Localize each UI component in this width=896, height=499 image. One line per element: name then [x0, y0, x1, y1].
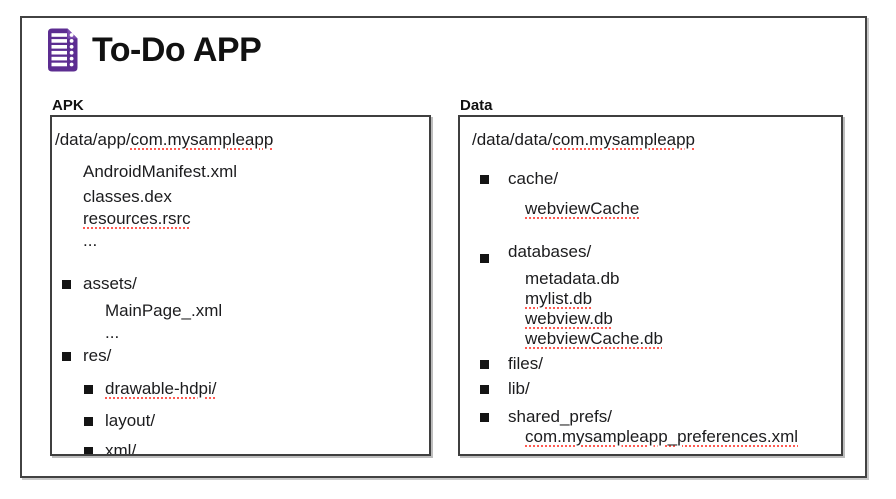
path-text: cache/	[508, 169, 559, 188]
path-text: AndroidManifest.xml	[83, 162, 238, 181]
tree-file-row: MainPage_.xml	[52, 302, 423, 320]
tree-dir-row: res/	[52, 347, 423, 365]
todo-list-document-icon	[48, 28, 78, 72]
title-row: To-Do APP	[46, 27, 262, 73]
path-text: shared_prefs/	[508, 407, 612, 426]
square-bullet-icon	[62, 279, 71, 289]
square-bullet-icon	[480, 384, 489, 394]
tree-dir-row: layout/	[52, 412, 423, 430]
tree-file-row: metadata.db	[460, 270, 835, 288]
path-text: files/	[508, 354, 543, 373]
tree-file-row: /data/app/com.mysampleapp	[52, 131, 423, 149]
tree-file-row: webview.db	[460, 310, 835, 328]
tree-dir-row: files/	[460, 355, 835, 373]
panel-label-apk: APK	[52, 97, 84, 114]
path-text: res/	[83, 346, 112, 365]
path-text: assets/	[83, 274, 137, 293]
path-text-misspelled: com.mysampleapp_preferences.xml	[525, 427, 799, 446]
path-text: ...	[83, 231, 98, 250]
tree-dir-row: cache/	[460, 170, 835, 188]
path-text-misspelled: resources.rsrc	[83, 209, 191, 228]
tree-dir-row: xml/	[52, 441, 423, 456]
square-bullet-icon	[480, 174, 489, 184]
tree-dir-row: databases/	[460, 242, 835, 263]
path-text: MainPage_.xml	[105, 301, 223, 320]
tree-dir-row: drawable-hdpi/	[52, 380, 423, 398]
page-title: To-Do APP	[92, 31, 262, 69]
path-text: layout/	[105, 411, 156, 430]
panel-label-data: Data	[460, 97, 493, 114]
path-text: lib/	[508, 379, 530, 398]
path-text: /data/data/	[472, 130, 553, 149]
path-text: classes.dex	[83, 187, 172, 206]
tree-file-row: resources.rsrc	[52, 210, 423, 228]
square-bullet-icon	[62, 351, 71, 361]
tree-file-row: /data/data/com.mysampleapp	[460, 131, 835, 149]
path-text: ...	[105, 323, 120, 342]
path-text-misspelled: webview.db	[525, 309, 613, 328]
path-text: /data/app/	[55, 130, 131, 149]
path-text-misspelled: drawable-hdpi/	[105, 379, 217, 398]
tree-dir-row: lib/	[460, 380, 835, 398]
tree-dir-row: shared_prefs/	[460, 408, 835, 426]
path-text-misspelled: com.mysampleapp	[552, 130, 696, 149]
square-bullet-icon	[84, 384, 93, 394]
tree-dir-row: assets/	[52, 275, 423, 293]
path-text-misspelled: webviewCache	[525, 199, 640, 218]
tree-file-row: webviewCache	[460, 200, 835, 218]
path-text-misspelled: webviewCache.db	[525, 329, 663, 348]
tree-file-row: com.mysampleapp_preferences.xml	[460, 428, 835, 446]
square-bullet-icon	[480, 253, 489, 263]
square-bullet-icon	[84, 416, 93, 426]
path-text: xml/	[105, 441, 137, 456]
square-bullet-icon	[480, 359, 489, 369]
path-text: databases/	[508, 242, 592, 261]
tree-file-row: ...	[52, 232, 423, 250]
tree-file-row: classes.dex	[52, 188, 423, 206]
path-text-misspelled: mylist.db	[525, 289, 593, 308]
path-text-misspelled: com.mysampleapp	[130, 130, 274, 149]
tree-file-row: AndroidManifest.xml	[52, 163, 423, 181]
tree-file-row: webviewCache.db	[460, 330, 835, 348]
tree-file-row: mylist.db	[460, 290, 835, 308]
square-bullet-icon	[480, 412, 489, 422]
file-tree: /data/data/com.mysampleapp cache/webviewC…	[460, 117, 841, 446]
path-text: metadata.db	[525, 269, 620, 288]
tree-file-row: ...	[52, 324, 423, 342]
data-panel: Data /data/data/com.mysampleapp cache/web…	[458, 97, 843, 456]
square-bullet-icon	[84, 446, 93, 454]
data-box: /data/data/com.mysampleapp cache/webviewC…	[458, 115, 843, 456]
